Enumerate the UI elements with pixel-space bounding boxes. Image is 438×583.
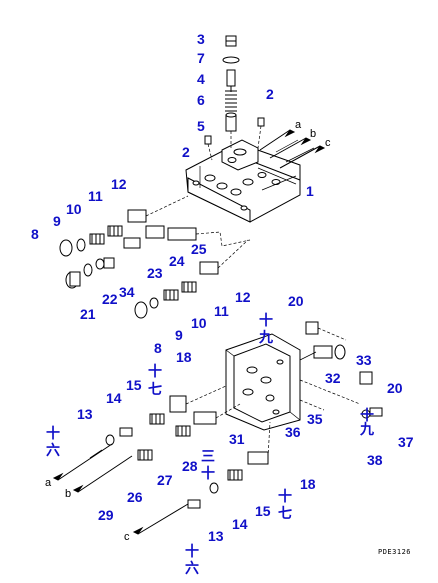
label-18a: 18 xyxy=(176,349,192,365)
label-11a: 11 xyxy=(88,188,103,204)
label-12b: 12 xyxy=(235,289,251,305)
label-4: 4 xyxy=(197,71,205,87)
label-36: 36 xyxy=(285,424,301,440)
port-lines-upper xyxy=(259,129,326,169)
kanji-labels: 十 九 十 七 十 九 十 六 三 十 十 七 十 六 xyxy=(46,312,374,577)
label-32: 32 xyxy=(325,370,341,386)
lower-spools xyxy=(105,385,271,509)
kanji-17d: 七 xyxy=(278,506,292,522)
port-letters: a b c a b c xyxy=(45,119,331,543)
label-6: 6 xyxy=(197,92,205,108)
middle-parts-upper xyxy=(65,225,251,289)
label-9a: 9 xyxy=(53,213,61,229)
left-spool-stack-lower xyxy=(134,239,249,319)
label-2a: 2 xyxy=(266,86,274,102)
kanji-16c: 十 xyxy=(185,543,199,560)
label-7: 7 xyxy=(197,50,205,66)
label-33: 33 xyxy=(356,352,372,368)
label-11b: 11 xyxy=(214,303,229,319)
kanji-16a: 十 xyxy=(46,425,60,442)
kanji-19d: 九 xyxy=(359,422,374,438)
label-8b: 8 xyxy=(154,340,162,356)
port-a-upper: a xyxy=(295,119,302,131)
port-c-upper: c xyxy=(325,137,331,149)
kanji-19c: 十 xyxy=(360,407,374,424)
label-31: 31 xyxy=(229,431,245,447)
right-fittings xyxy=(299,321,383,419)
label-15a: 15 xyxy=(126,377,142,393)
port-b-lower: b xyxy=(65,488,71,500)
kanji-17c: 十 xyxy=(278,488,292,505)
port-lines-lower xyxy=(52,443,189,535)
label-28: 28 xyxy=(182,458,198,474)
label-22: 22 xyxy=(102,291,118,307)
label-27: 27 xyxy=(157,472,173,488)
label-10a: 10 xyxy=(66,201,82,217)
label-35: 35 xyxy=(307,411,323,427)
label-1: 1 xyxy=(306,183,314,199)
label-2b: 2 xyxy=(182,144,190,160)
label-15b: 15 xyxy=(255,503,271,519)
label-18b: 18 xyxy=(300,476,316,492)
label-12a: 12 xyxy=(111,176,127,192)
kanji-17b: 七 xyxy=(148,382,162,398)
label-5: 5 xyxy=(197,118,205,134)
kanji-19b: 九 xyxy=(258,330,273,346)
kanji-30a: 三 xyxy=(201,449,215,465)
kanji-17a: 十 xyxy=(148,363,162,380)
label-13b: 13 xyxy=(208,528,224,544)
label-37: 37 xyxy=(398,434,414,450)
port-a-lower: a xyxy=(45,477,52,489)
label-14b: 14 xyxy=(232,516,248,532)
label-34: 34 xyxy=(119,284,135,300)
drawing-code: PDE3126 xyxy=(378,548,411,556)
part-number-labels: 3 7 4 6 5 2 2 1 12 11 10 9 8 25 24 23 34… xyxy=(31,31,414,544)
left-spool-stack-upper xyxy=(59,195,189,257)
label-25: 25 xyxy=(191,241,207,257)
label-20a: 20 xyxy=(288,293,304,309)
label-14a: 14 xyxy=(106,390,122,406)
label-9b: 9 xyxy=(175,327,183,343)
valve-body-lower xyxy=(225,333,301,431)
label-24: 24 xyxy=(169,253,185,269)
label-13a: 13 xyxy=(77,406,93,422)
label-10b: 10 xyxy=(191,315,207,331)
kanji-19a: 十 xyxy=(259,312,273,329)
label-21: 21 xyxy=(80,306,96,322)
label-20b: 20 xyxy=(387,380,403,396)
kanji-16b: 六 xyxy=(46,442,60,459)
label-8a: 8 xyxy=(31,226,39,242)
plug-parts-2 xyxy=(204,117,265,161)
label-38: 38 xyxy=(367,452,383,468)
kanji-16d: 六 xyxy=(185,560,199,577)
port-c-lower: c xyxy=(124,531,130,543)
label-29: 29 xyxy=(98,507,114,523)
top-stack-parts xyxy=(222,35,240,148)
port-b-upper: b xyxy=(310,128,316,140)
label-26: 26 xyxy=(127,489,143,505)
valve-body-upper xyxy=(185,139,301,223)
label-3: 3 xyxy=(197,31,205,47)
kanji-30b: 十 xyxy=(201,465,215,482)
label-23: 23 xyxy=(147,265,163,281)
